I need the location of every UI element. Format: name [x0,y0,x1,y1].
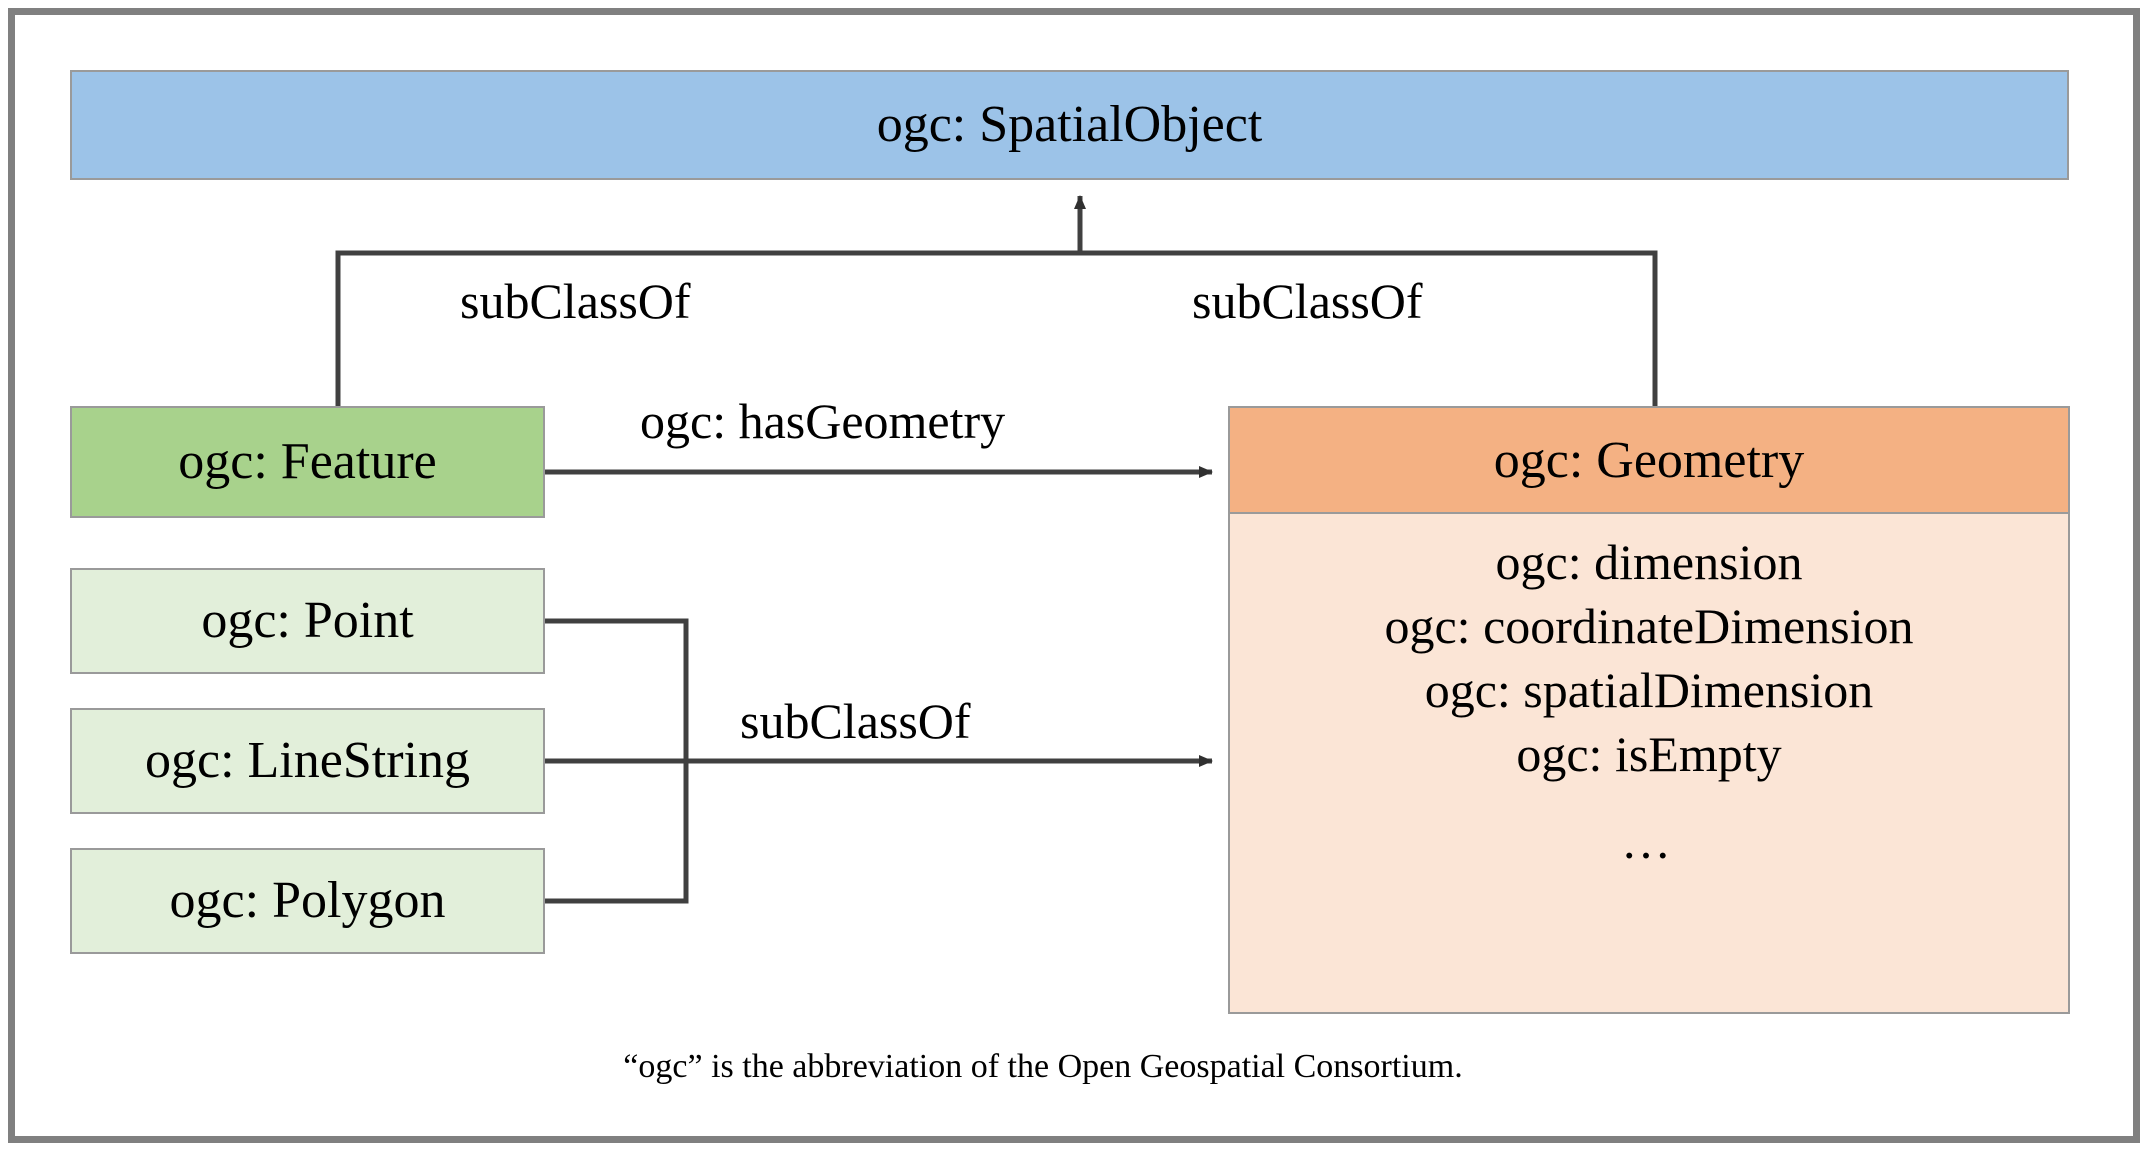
node-polygon-label: ogc: Polygon [169,871,446,929]
node-geometry-label: ogc: Geometry [1493,431,1805,489]
node-linestring-label: ogc: LineString [145,731,470,789]
node-geometry-header: ogc: Geometry [1230,408,2068,514]
diagram-footnote: “ogc” is the abbreviation of the Open Ge… [0,1048,2156,1086]
geometry-property: ogc: spatialDimension [1424,662,1874,718]
node-spatial-object-label: ogc: SpatialObject [876,95,1263,153]
geometry-property: ogc: isEmpty [1516,726,1782,782]
node-spatial-object[interactable]: ogc: SpatialObject [70,70,2069,180]
edge-label-has-geometry: ogc: hasGeometry [640,393,1006,449]
node-geometry-property-list: ogc: dimension ogc: coordinateDimension … [1230,514,2068,1012]
node-point[interactable]: ogc: Point [70,568,545,674]
geometry-property: ogc: coordinateDimension [1384,598,1914,654]
node-feature[interactable]: ogc: Feature [70,406,545,518]
geometry-property-ellipsis: … [1621,813,1677,869]
edge-label-feature-subclassof: subClassOf [460,273,691,329]
edge-label-subtypes-subclassof: subClassOf [740,693,971,749]
node-feature-label: ogc: Feature [178,432,437,490]
node-polygon[interactable]: ogc: Polygon [70,848,545,954]
geometry-property: ogc: dimension [1495,534,1803,590]
node-geometry[interactable]: ogc: Geometry ogc: dimension ogc: coordi… [1228,406,2070,1014]
node-point-label: ogc: Point [201,591,414,649]
node-linestring[interactable]: ogc: LineString [70,708,545,814]
diagram-footnote-text: “ogc” is the abbreviation of the Open Ge… [623,1048,1463,1085]
edge-label-geometry-subclassof: subClassOf [1192,273,1423,329]
